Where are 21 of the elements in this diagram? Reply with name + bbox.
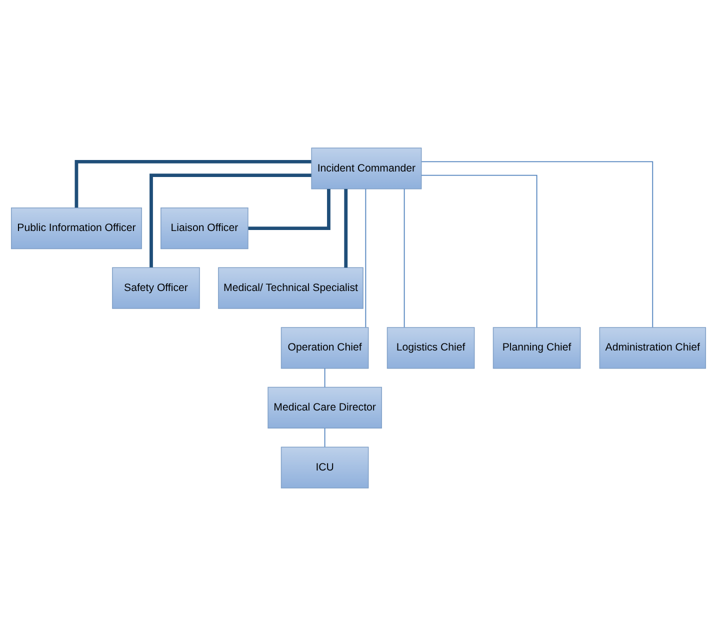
connector [74,159,312,208]
connector [324,427,326,447]
node-box: Liaison Officer [160,206,248,249]
connector [150,173,312,267]
node-box: Operation Chief [280,326,369,368]
node-box: ICU [280,446,369,488]
connector [421,160,654,328]
node-box: Administration Chief [599,326,706,368]
connector [344,188,348,268]
node-box: Incident Commander [311,147,422,189]
connector [404,188,405,328]
node-box: Logistics Chief [386,326,475,368]
node-box: Medical Care Director [268,386,382,428]
node-box: Medical/ Technical Specialist [218,266,364,308]
connector [248,188,330,230]
node-box: Safety Officer [112,266,200,308]
connector [421,174,538,328]
node-box: Planning Chief [492,326,581,368]
node-box: Public Information Officer [10,206,142,249]
connector [365,188,366,328]
connector [324,368,326,388]
